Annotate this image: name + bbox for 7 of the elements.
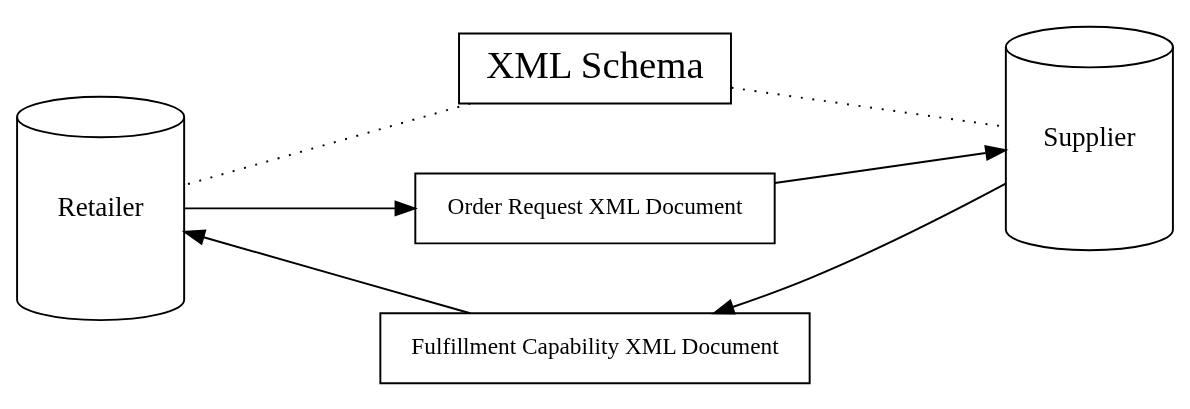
arrow (711, 182, 1007, 314)
node-box: Order Request XML Document (414, 171, 776, 244)
arrow (773, 144, 1009, 184)
node-box: XML Schema (458, 32, 732, 104)
arrow (181, 229, 472, 314)
arrow (183, 199, 418, 217)
node-box: Fulfillment Capability XML Document (379, 311, 811, 384)
